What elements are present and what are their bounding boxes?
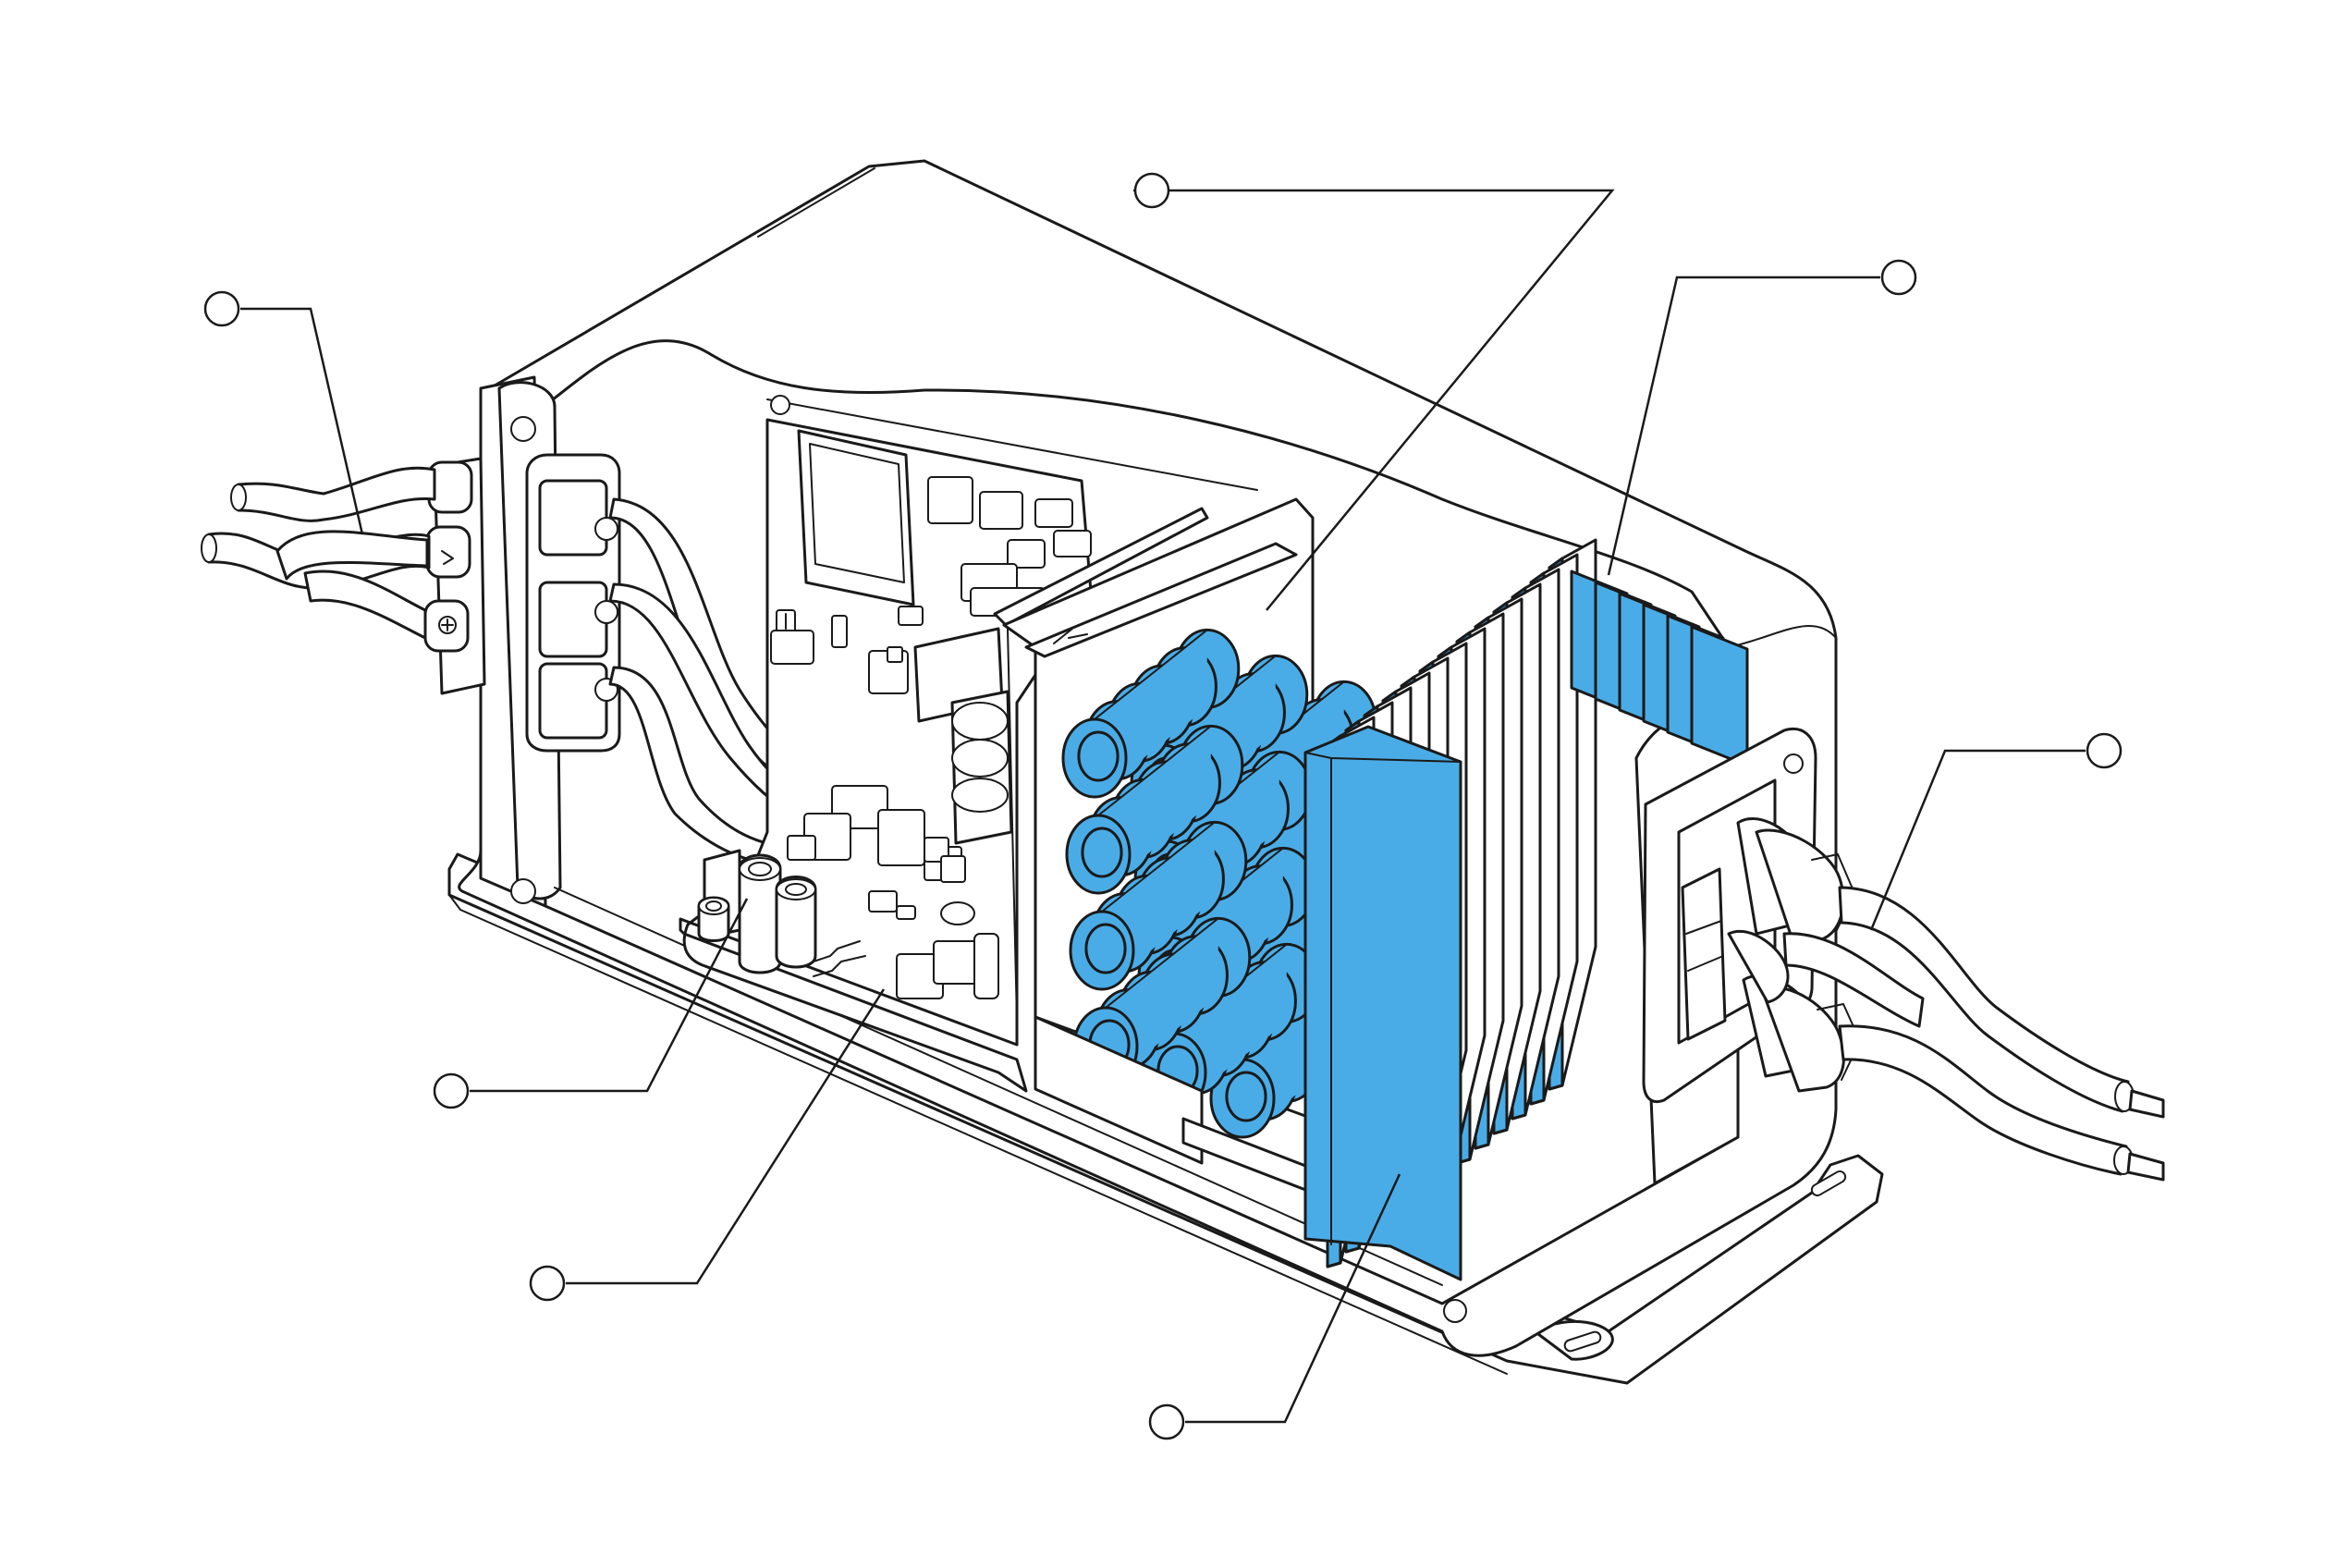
callout-input-cables — [203, 290, 364, 535]
callout-marker — [1880, 259, 1917, 296]
heatsink — [1303, 538, 1749, 1281]
callout-capacitors — [433, 898, 749, 1109]
leader-line — [566, 988, 886, 1285]
callout-marker — [529, 1265, 566, 1302]
heatsink-base-plate — [1303, 725, 1462, 1281]
callout-marker — [1133, 172, 1170, 209]
leader-line — [240, 307, 364, 535]
leader-line — [1185, 1173, 1401, 1424]
callout-marker — [2086, 732, 2123, 769]
input-cables — [201, 466, 436, 640]
battery-cell — [1069, 820, 1248, 991]
leader-line — [1869, 749, 2086, 931]
callout-heatsink-top — [1607, 259, 1917, 576]
callout-control-board — [529, 988, 886, 1302]
callout-marker — [203, 290, 240, 327]
callout-layer — [203, 172, 2123, 1440]
leader-line — [470, 898, 749, 1093]
heatsink-top-fin — [1690, 625, 1749, 767]
leader-line — [1133, 189, 1615, 611]
input-connector-block — [525, 453, 621, 753]
heatsink-base-top-edge — [1304, 752, 1462, 763]
callout-marker — [433, 1072, 470, 1109]
capacitors — [697, 849, 817, 974]
callout-battery-pack — [1133, 172, 1615, 611]
mounting-flange — [447, 852, 1884, 1385]
input-cable-glands — [423, 457, 486, 695]
callout-output-cables — [1869, 732, 2123, 931]
output-cables — [1782, 886, 2165, 1182]
output-cable-glands — [1727, 817, 1861, 1093]
battery-cell — [1065, 724, 1244, 895]
battery-cell — [1061, 628, 1241, 799]
callout-marker — [1148, 1403, 1185, 1440]
callout-heatsink-front — [1148, 1173, 1401, 1440]
leader-line — [1607, 276, 1880, 576]
